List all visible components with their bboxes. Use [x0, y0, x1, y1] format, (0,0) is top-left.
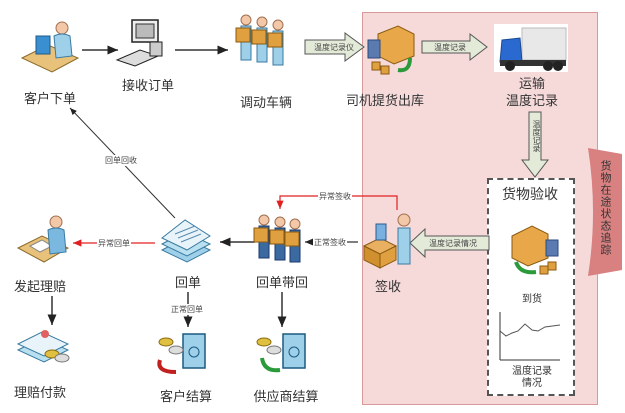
- node-dispatch-vehicle: 调动车辆: [239, 96, 292, 111]
- node-goods-inspection: 货物验收: [502, 187, 558, 203]
- node-transport-line1: 运输: [518, 77, 545, 92]
- label-abnormal-receipt: 异常回单: [97, 238, 131, 249]
- node-file-claim: 发起理赔: [13, 280, 66, 295]
- node-customer-settlement: 客户结算: [159, 390, 212, 405]
- label-normal-sign: 正常签收: [313, 237, 347, 248]
- node-receipt-return: 回单带回: [255, 276, 308, 291]
- node-receipt: 回单: [174, 276, 201, 291]
- block-arrow-temp-record-vertical: [520, 111, 550, 178]
- block-arrow-temp-record-status: [409, 227, 490, 259]
- chart-line: [499, 323, 561, 337]
- in-transit-tracking-tab: 货物在途状态追踪: [582, 148, 622, 276]
- side-tab-label: 货物在途状态追踪: [599, 160, 612, 256]
- node-claim-payment: 理赔付款: [13, 386, 66, 401]
- node-customer-order: 客户下单: [23, 92, 76, 107]
- label-abnormal-sign: 异常签收: [318, 191, 352, 202]
- node-arrival: 到货: [522, 294, 542, 305]
- node-temp-record-line1: 温度记录: [512, 366, 552, 377]
- label-temp-recorder: 温度记录仪: [314, 43, 354, 52]
- label-receipt-recovery: 回单回收: [104, 155, 138, 166]
- node-transport: 运输 温度记录: [492, 76, 572, 110]
- label-temp-record-vertical: 温度记录: [532, 120, 541, 152]
- node-temp-record-line2: 情况: [522, 378, 542, 389]
- temperature-chart: [499, 312, 561, 361]
- node-temp-record-status: 温度记录 情况: [492, 366, 572, 390]
- node-sign-receipt: 签收: [374, 280, 401, 295]
- side-tab-shape: [588, 148, 622, 276]
- label-normal-receipt: 正常回单: [170, 304, 204, 315]
- node-driver-pickup: 司机提货出库: [345, 94, 424, 109]
- block-arrow-temp-recorder: [304, 32, 365, 62]
- node-receive-order: 接收订单: [121, 79, 174, 94]
- block-arrow-temp-record: [421, 32, 488, 62]
- node-transport-line2: 温度记录: [505, 94, 558, 109]
- label-temp-record-status: 温度记录情况: [429, 239, 477, 248]
- label-temp-record: 温度记录: [434, 43, 466, 52]
- node-supplier-settlement: 供应商结算: [253, 390, 319, 405]
